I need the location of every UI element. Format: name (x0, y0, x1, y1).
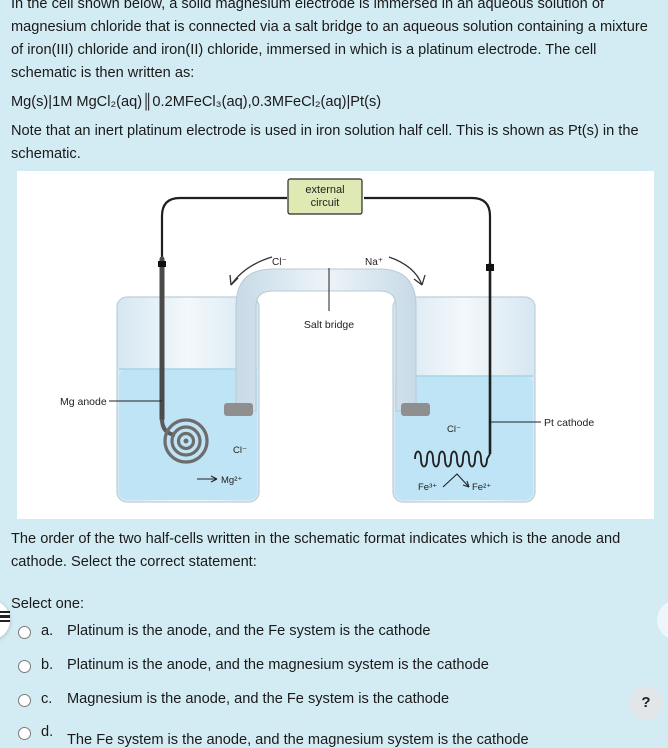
option-c-letter: c. (41, 691, 53, 707)
galvanic-cell-figure: external circuit Salt bridge Cl⁻ Na⁺ (17, 171, 654, 519)
external-circuit-label-2: circuit (311, 197, 340, 209)
menu-icon[interactable] (0, 611, 10, 625)
galvanic-cell-diagram: external circuit Salt bridge Cl⁻ Na⁺ (60, 178, 594, 503)
option-d[interactable]: d. The Fe system is the anode, and the m… (0, 724, 600, 748)
external-circuit-label-1: external (305, 184, 344, 196)
left-bridge-plug (224, 403, 253, 416)
fe3-ion-label: Fe³⁺ (418, 482, 437, 493)
option-a-text[interactable]: Platinum is the anode, and the Fe system… (67, 623, 431, 639)
option-a-letter: a. (41, 623, 54, 639)
mg-ion-label: Mg²⁺ (221, 475, 242, 486)
question-paragraph-2: Note that an inert platinum electrode is… (11, 123, 639, 162)
fe2-ion-label: Fe²⁺ (472, 482, 491, 493)
option-a[interactable]: a. Platinum is the anode, and the Fe sys… (0, 623, 600, 645)
question-paragraph-1: In the cell shown below, a solid magnesi… (11, 0, 648, 81)
cl-ion-left-label: Cl⁻ (233, 445, 247, 456)
pt-cathode-coil (414, 450, 491, 468)
option-c[interactable]: c. Magnesium is the anode, and the Fe sy… (0, 691, 600, 713)
right-bridge-plug (401, 403, 430, 416)
cl-ion-top-label: Cl⁻ (272, 257, 287, 268)
external-wire (160, 196, 492, 267)
external-circuit-box (287, 178, 363, 215)
na-ion-top-label: Na⁺ (365, 257, 383, 268)
salt-bridge-label: Salt bridge (304, 319, 354, 331)
select-one-label: Select one: (11, 596, 85, 612)
option-b-text[interactable]: Platinum is the anode, and the magnesium… (67, 657, 489, 673)
option-c-text[interactable]: Magnesium is the anode, and the Fe syste… (67, 691, 450, 707)
radio-option-c[interactable] (18, 694, 31, 707)
radio-option-a[interactable] (18, 626, 31, 639)
cell-schematic: Mg(s)|1M MgCl₂(aq)║0.2MFeCl₃(aq),0.3MFeC… (11, 94, 382, 110)
mg-anode-label: Mg anode (60, 396, 107, 408)
option-d-text[interactable]: The Fe system is the anode, and the magn… (67, 732, 529, 748)
option-b-letter: b. (41, 657, 54, 673)
salt-bridge-tube (235, 268, 417, 412)
pt-cathode-label: Pt cathode (544, 417, 594, 429)
option-b[interactable]: b. Platinum is the anode, and the magnes… (0, 657, 600, 679)
radio-option-d[interactable] (18, 727, 31, 740)
mg-anode-coil (163, 418, 209, 464)
option-d-letter: d. (41, 724, 54, 740)
radio-option-b[interactable] (18, 660, 31, 673)
cl-ion-right-label: Cl⁻ (447, 424, 461, 435)
question-paragraph-3: The order of the two half-cells written … (11, 531, 621, 570)
help-icon[interactable]: ? (629, 686, 663, 720)
side-panel-toggle-right[interactable] (657, 600, 668, 640)
